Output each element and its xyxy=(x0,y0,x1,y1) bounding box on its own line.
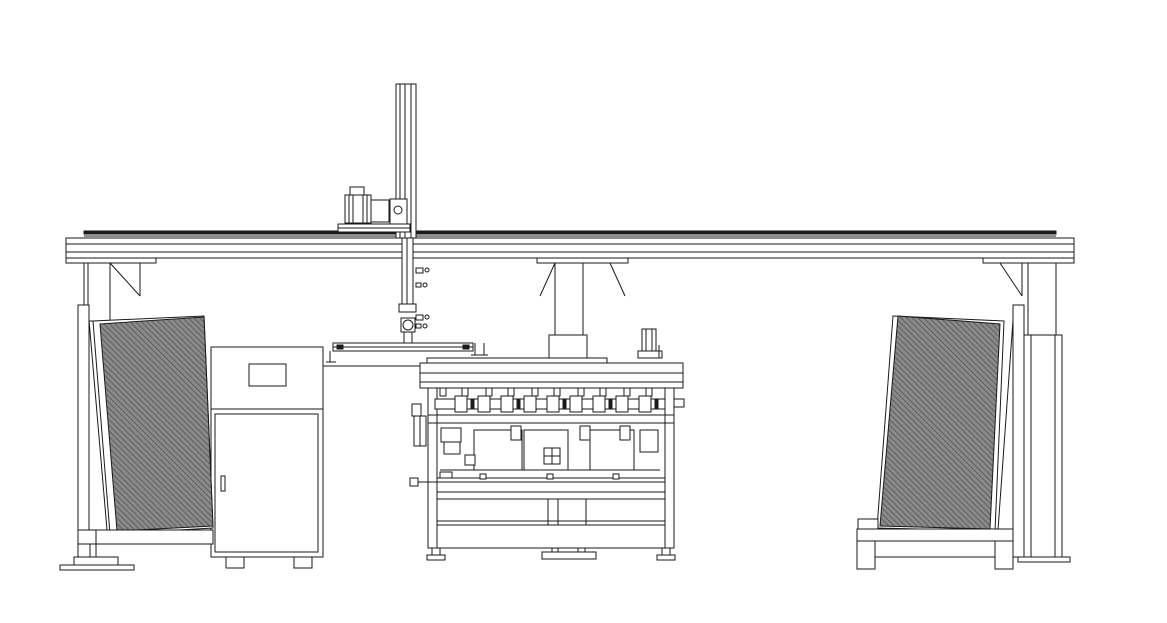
machine-feet xyxy=(426,547,676,561)
material-rack-left xyxy=(59,304,214,571)
gripper-arm xyxy=(326,342,488,363)
sheet-stack-right xyxy=(879,315,1001,530)
material-rack-right xyxy=(856,304,1025,570)
gantry-beam xyxy=(65,230,1075,259)
top-pump xyxy=(637,328,663,359)
processing-machine xyxy=(409,328,685,561)
inner-mechanism xyxy=(439,425,660,480)
z-axis-sensors xyxy=(415,267,430,329)
side-fittings xyxy=(409,398,685,487)
electrical-cabinet xyxy=(210,346,420,569)
clamp-row xyxy=(434,387,666,413)
servo-motor xyxy=(337,186,411,233)
sheet-stack-left xyxy=(99,316,214,532)
gantry-leg-right xyxy=(982,257,1075,563)
